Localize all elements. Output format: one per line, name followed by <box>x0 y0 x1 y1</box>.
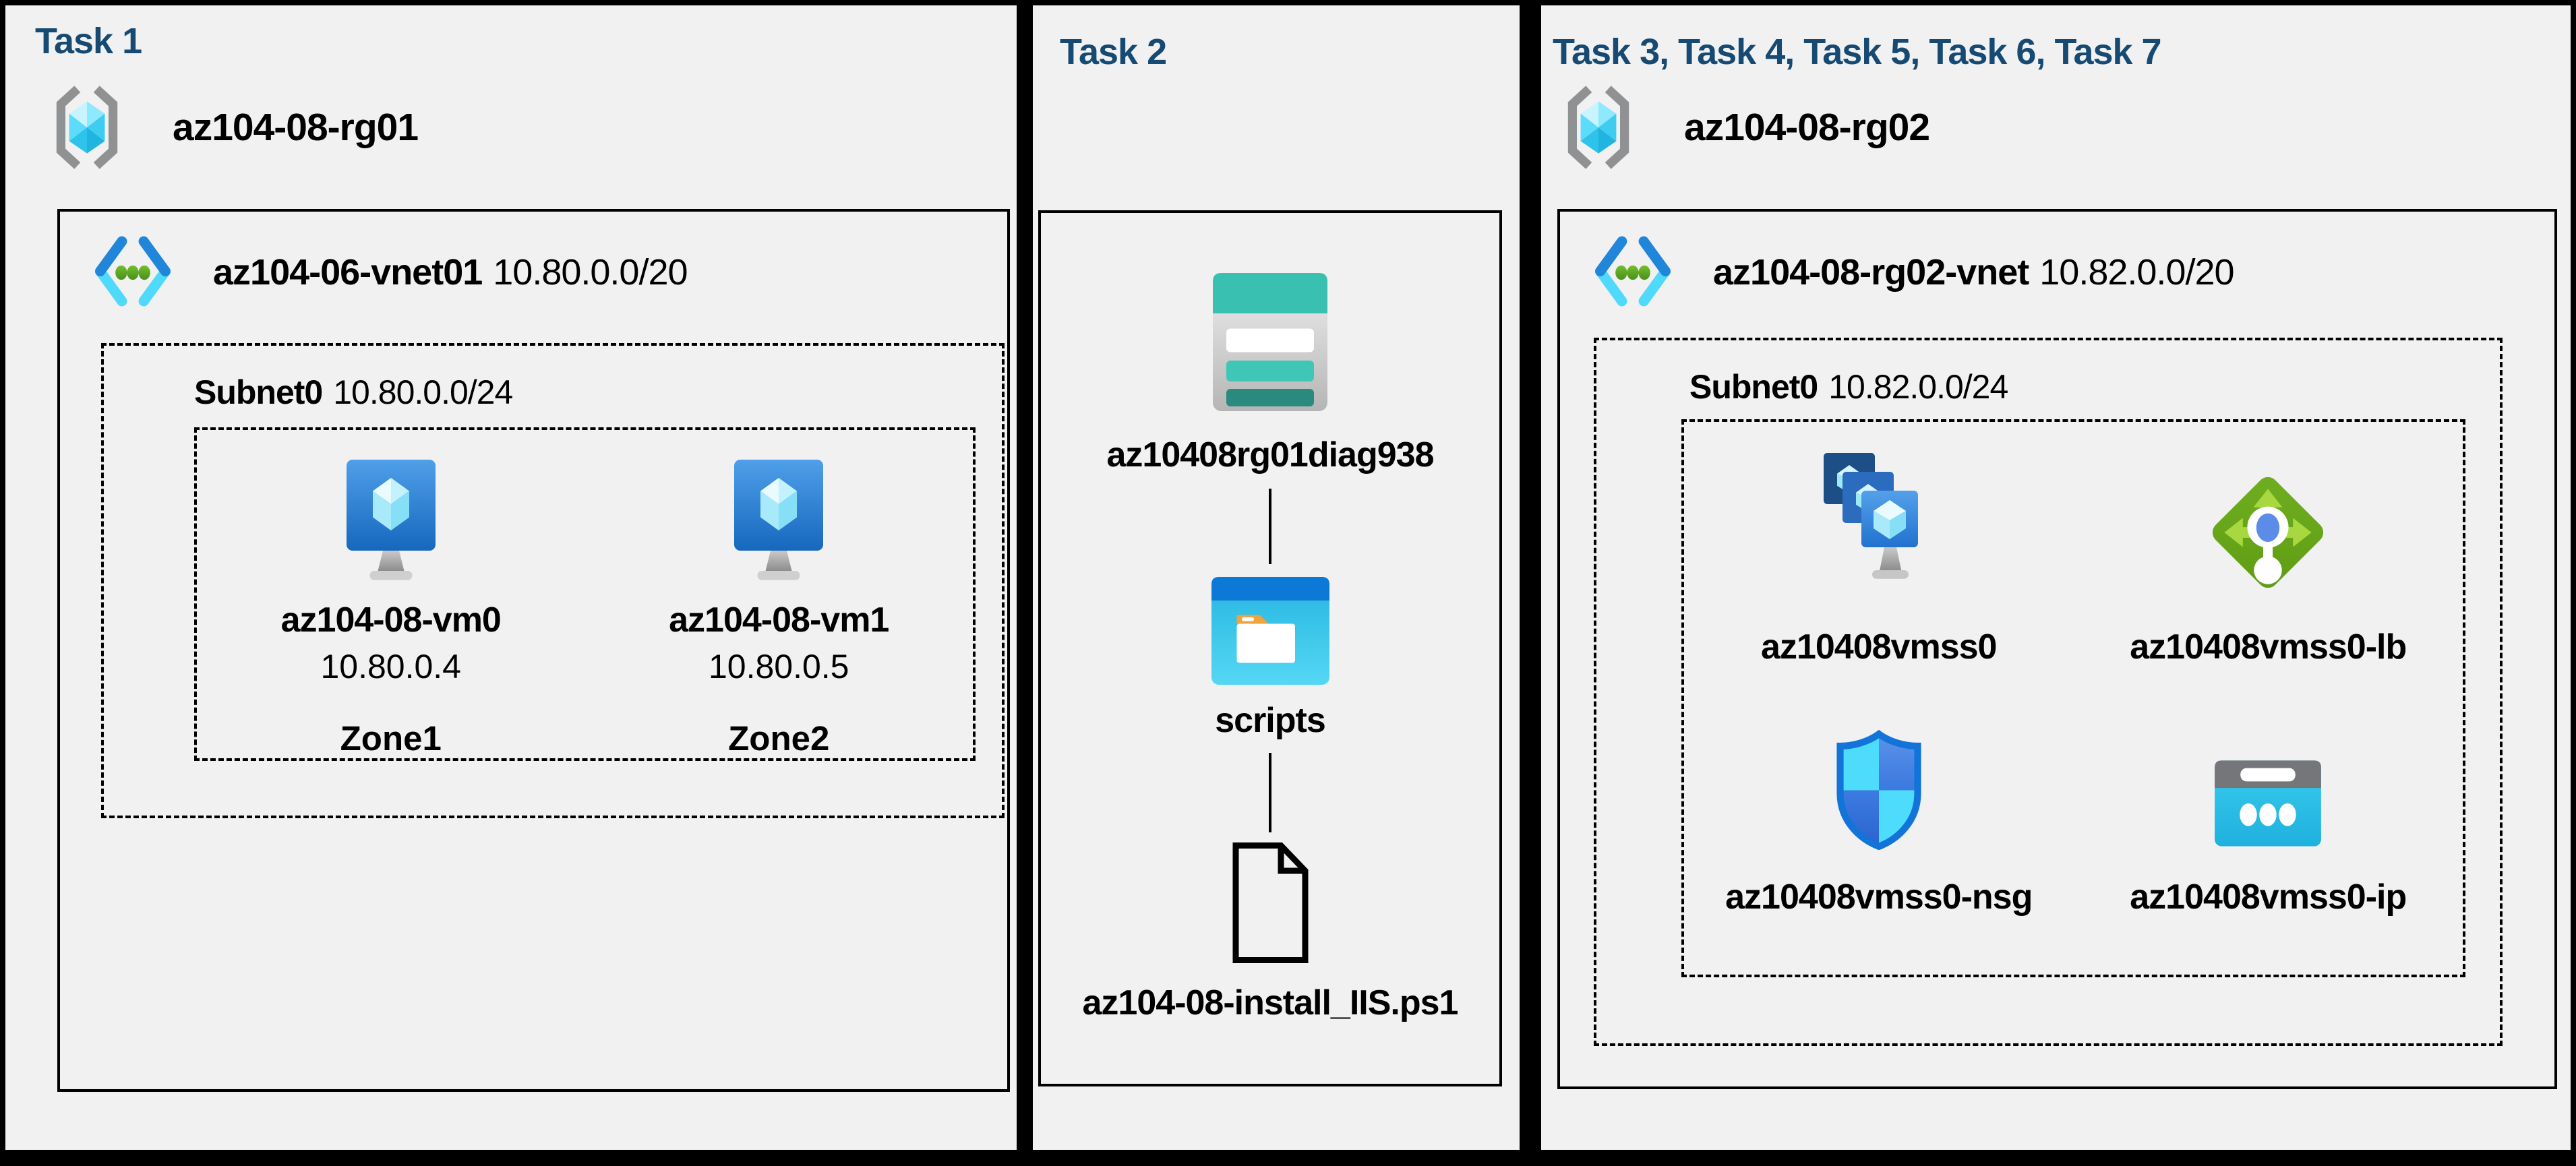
subnet-name: Subnet0 <box>194 373 323 411</box>
resource-group-icon <box>56 86 118 169</box>
vnet-cidr: 10.80.0.0/20 <box>493 251 688 293</box>
storage-account-name: az10408rg01diag938 <box>1106 435 1434 474</box>
vm-zone: Zone1 <box>340 719 442 758</box>
connector-line <box>1269 753 1271 832</box>
subnet-box: Subnet0 10.80.0.0/24 az104-08-vm0 10.80.0… <box>101 343 1005 818</box>
vnet-name: az104-08-rg02-vnet <box>1713 251 2029 293</box>
resource-group-row: az104-08-rg02 <box>1560 85 1930 170</box>
vnet-name: az104-06-vnet01 <box>213 251 483 293</box>
container-name: scripts <box>1215 701 1326 740</box>
vm-item: az104-08-vm1 10.80.0.5 Zone2 <box>669 430 889 758</box>
subnet-box: Subnet0 10.82.0.0/24 <box>1594 338 2503 1046</box>
virtual-network-icon <box>95 236 171 307</box>
subnet-cidr: 10.82.0.0/24 <box>1828 368 2008 406</box>
resource-item: az10408vmss0-ip <box>2074 695 2463 917</box>
virtual-machine-icon <box>346 460 436 580</box>
vm-scale-set-icon <box>1823 453 1918 579</box>
vm-ip: 10.80.0.4 <box>320 648 461 685</box>
subnet-cidr: 10.80.0.0/24 <box>333 373 513 411</box>
resource-item: az10408vmss0-nsg <box>1684 695 2074 917</box>
panel-task1: Task 1 az104-08-rg01 az104-06-v <box>5 5 1017 1150</box>
load-balancer-icon <box>2213 477 2324 588</box>
resources-box: az10408vmss0 <box>1681 419 2465 977</box>
vm-name: az104-08-vm1 <box>669 601 889 640</box>
file-name: az104-08-install_IIS.ps1 <box>1082 983 1459 1022</box>
panel-title: Task 1 <box>35 21 142 61</box>
task2-box: az10408rg01diag938 scripts az104-08-inst… <box>1038 210 1502 1086</box>
resource-item: az10408vmss0 <box>1684 422 2074 695</box>
resource-name: az10408vmss0-nsg <box>1725 878 2033 917</box>
panel-task3: Task 3, Task 4, Task 5, Task 6, Task 7 a… <box>1541 5 2571 1150</box>
resource-name: az10408vmss0-ip <box>2130 878 2407 917</box>
virtual-network-icon <box>1595 236 1671 307</box>
virtual-machine-icon <box>734 460 824 580</box>
icon-slot <box>2211 730 2325 850</box>
panel-task2: Task 2 az10408rg01diag938 scripts az104-… <box>1033 5 1520 1150</box>
vnet-cidr: 10.82.0.0/20 <box>2039 251 2234 293</box>
zone-box: az104-08-vm0 10.80.0.4 Zone1 az104-08-v <box>194 427 976 761</box>
resource-item: az10408vmss0-lb <box>2074 422 2463 695</box>
resource-group-name: az104-08-rg02 <box>1684 106 1930 149</box>
file-icon <box>1232 842 1308 963</box>
vm-ip: 10.80.0.5 <box>708 648 849 685</box>
connector-line <box>1269 489 1271 564</box>
storage-account-icon <box>1213 273 1327 411</box>
subnet-label: Subnet0 10.82.0.0/24 <box>1689 367 2008 406</box>
panel-title: Task 3, Task 4, Task 5, Task 6, Task 7 <box>1553 32 2162 72</box>
vm-item: az104-08-vm0 10.80.0.4 Zone1 <box>280 430 502 758</box>
public-ip-icon <box>2215 760 2322 847</box>
network-security-group-icon <box>1836 730 1921 850</box>
vm-name: az104-08-vm0 <box>280 601 502 640</box>
icon-slot <box>2205 442 2331 596</box>
container-icon <box>1211 577 1329 685</box>
icon-slot <box>1810 442 1948 596</box>
resource-group-icon <box>1567 86 1629 169</box>
resource-group-row: az104-08-rg01 <box>49 85 419 170</box>
resource-group-name: az104-08-rg01 <box>173 106 419 149</box>
icon-slot <box>1832 730 1925 850</box>
vm-zone: Zone2 <box>728 719 830 758</box>
subnet-name: Subnet0 <box>1689 368 1818 406</box>
resource-name: az10408vmss0 <box>1761 627 1997 667</box>
subnet-label: Subnet0 10.80.0.0/24 <box>194 373 513 412</box>
panel-title: Task 2 <box>1060 32 1167 72</box>
resource-name: az10408vmss0-lb <box>2130 627 2407 667</box>
